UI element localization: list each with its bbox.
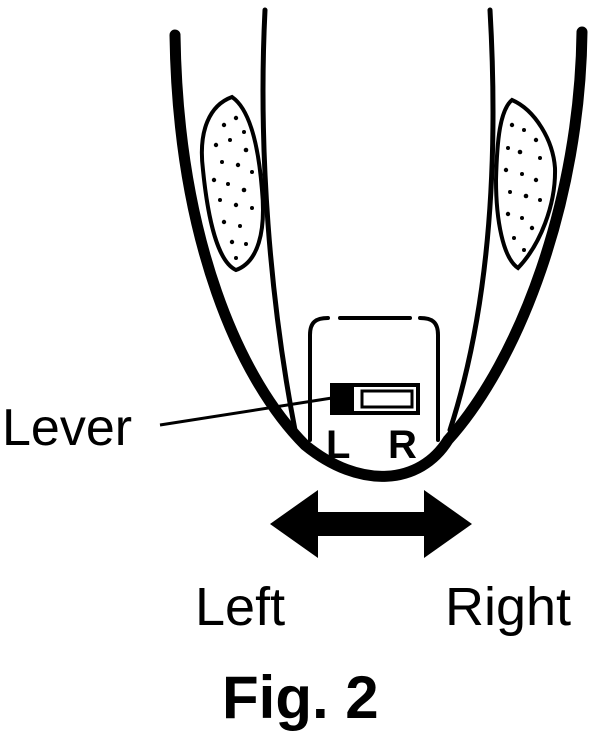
inner-right-arm [447,7,496,433]
direction-left-label: Left [195,577,285,637]
double-arrow-icon [270,490,472,558]
direction-right-label: Right [445,577,571,637]
switch-label-l: L [326,423,350,467]
lever-pointer-line [159,396,333,427]
left-ear-pad [199,94,265,273]
inner-left-arm [260,7,298,433]
figure-caption: Fig. 2 [222,664,379,731]
outer-housing [169,26,588,482]
lever-switch [330,383,420,415]
switch-label-r: R [388,423,417,467]
switch-housing [308,316,440,442]
right-ear-pad [493,97,558,271]
lever-label: Lever [2,399,132,457]
